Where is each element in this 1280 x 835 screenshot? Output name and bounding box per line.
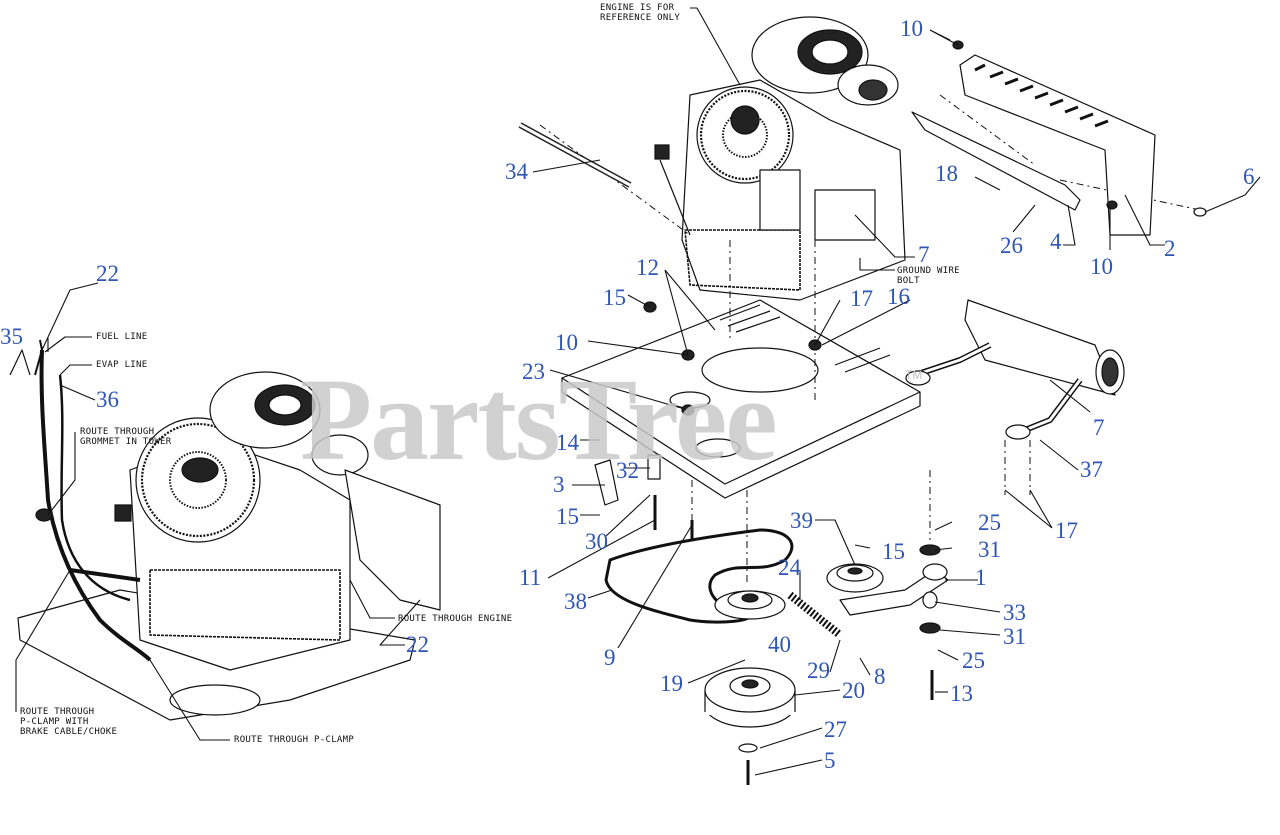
note-fuel-line: FUEL LINE	[96, 332, 148, 342]
callout-40: 40	[768, 632, 791, 657]
callout-4: 4	[1050, 229, 1062, 254]
callout-16: 16	[887, 284, 910, 309]
callout-25: 25	[978, 510, 1001, 535]
callout-27: 27	[824, 717, 847, 742]
callout-9: 9	[604, 645, 616, 670]
callout-23: 23	[522, 359, 545, 384]
callout-22: 22	[96, 261, 119, 286]
callout-38: 38	[564, 589, 587, 614]
callout-2: 2	[1164, 236, 1176, 261]
callout-10-shield: 10	[1090, 254, 1113, 279]
callout-24: 24	[778, 555, 801, 580]
callout-26: 26	[1000, 233, 1023, 258]
note-route-pclamp-brake: ROUTE THROUGH P-CLAMP WITH BRAKE CABLE/C…	[20, 707, 118, 737]
watermark: PartsTree	[300, 354, 778, 485]
callout-29: 29	[807, 658, 830, 683]
callout-33: 33	[1003, 600, 1026, 625]
callout-11: 11	[519, 565, 542, 590]
callout-25-lower: 25	[962, 648, 985, 673]
callout-5: 5	[824, 748, 836, 773]
note-engine-reference: ENGINE IS FOR REFERENCE ONLY	[600, 3, 681, 23]
callout-19: 19	[660, 671, 683, 696]
callout-15-bracket: 15	[556, 504, 579, 529]
callout-17: 17	[850, 286, 873, 311]
assembled-engine-drawing	[9, 339, 441, 721]
callout-1: 1	[975, 565, 987, 590]
callout-17-muffler: 17	[1055, 518, 1078, 543]
note-evap-line: EVAP LINE	[96, 360, 148, 370]
callout-3: 3	[553, 472, 565, 497]
callout-31-lower: 31	[1003, 624, 1026, 649]
callout-14: 14	[556, 430, 579, 455]
callout-31: 31	[978, 537, 1001, 562]
callout-10: 10	[900, 16, 923, 41]
callout-13: 13	[950, 681, 973, 706]
watermark-trademark: TM	[905, 368, 923, 382]
callout-37: 37	[1080, 457, 1103, 482]
note-route-engine: ROUTE THROUGH ENGINE	[398, 614, 513, 624]
callout-32: 32	[616, 458, 639, 483]
callout-18: 18	[935, 161, 958, 186]
callout-12: 12	[636, 255, 659, 280]
callout-35: 35	[0, 324, 23, 349]
note-route-grommet: ROUTE THROUGH GROMMET IN TOWER	[80, 427, 172, 447]
callout-7: 7	[918, 242, 930, 267]
callout-8: 8	[874, 664, 886, 689]
note-route-pclamp: ROUTE THROUGH P-CLAMP	[234, 735, 355, 745]
callout-30: 30	[585, 529, 608, 554]
callout-20: 20	[842, 678, 865, 703]
callout-7-muffler: 7	[1093, 415, 1105, 440]
callout-10-plate: 10	[555, 330, 578, 355]
leader-lines	[15, 7, 1261, 776]
callout-39: 39	[790, 508, 813, 533]
callout-36: 36	[96, 387, 119, 412]
callout-15-idler: 15	[882, 539, 905, 564]
main-engine-drawing	[518, 16, 1207, 785]
note-ground-wire-bolt: GROUND WIRE BOLT	[897, 266, 960, 286]
callout-6: 6	[1243, 164, 1255, 189]
callout-15: 15	[603, 285, 626, 310]
callout-34: 34	[505, 159, 528, 184]
callout-22-assembled: 22	[406, 632, 429, 657]
